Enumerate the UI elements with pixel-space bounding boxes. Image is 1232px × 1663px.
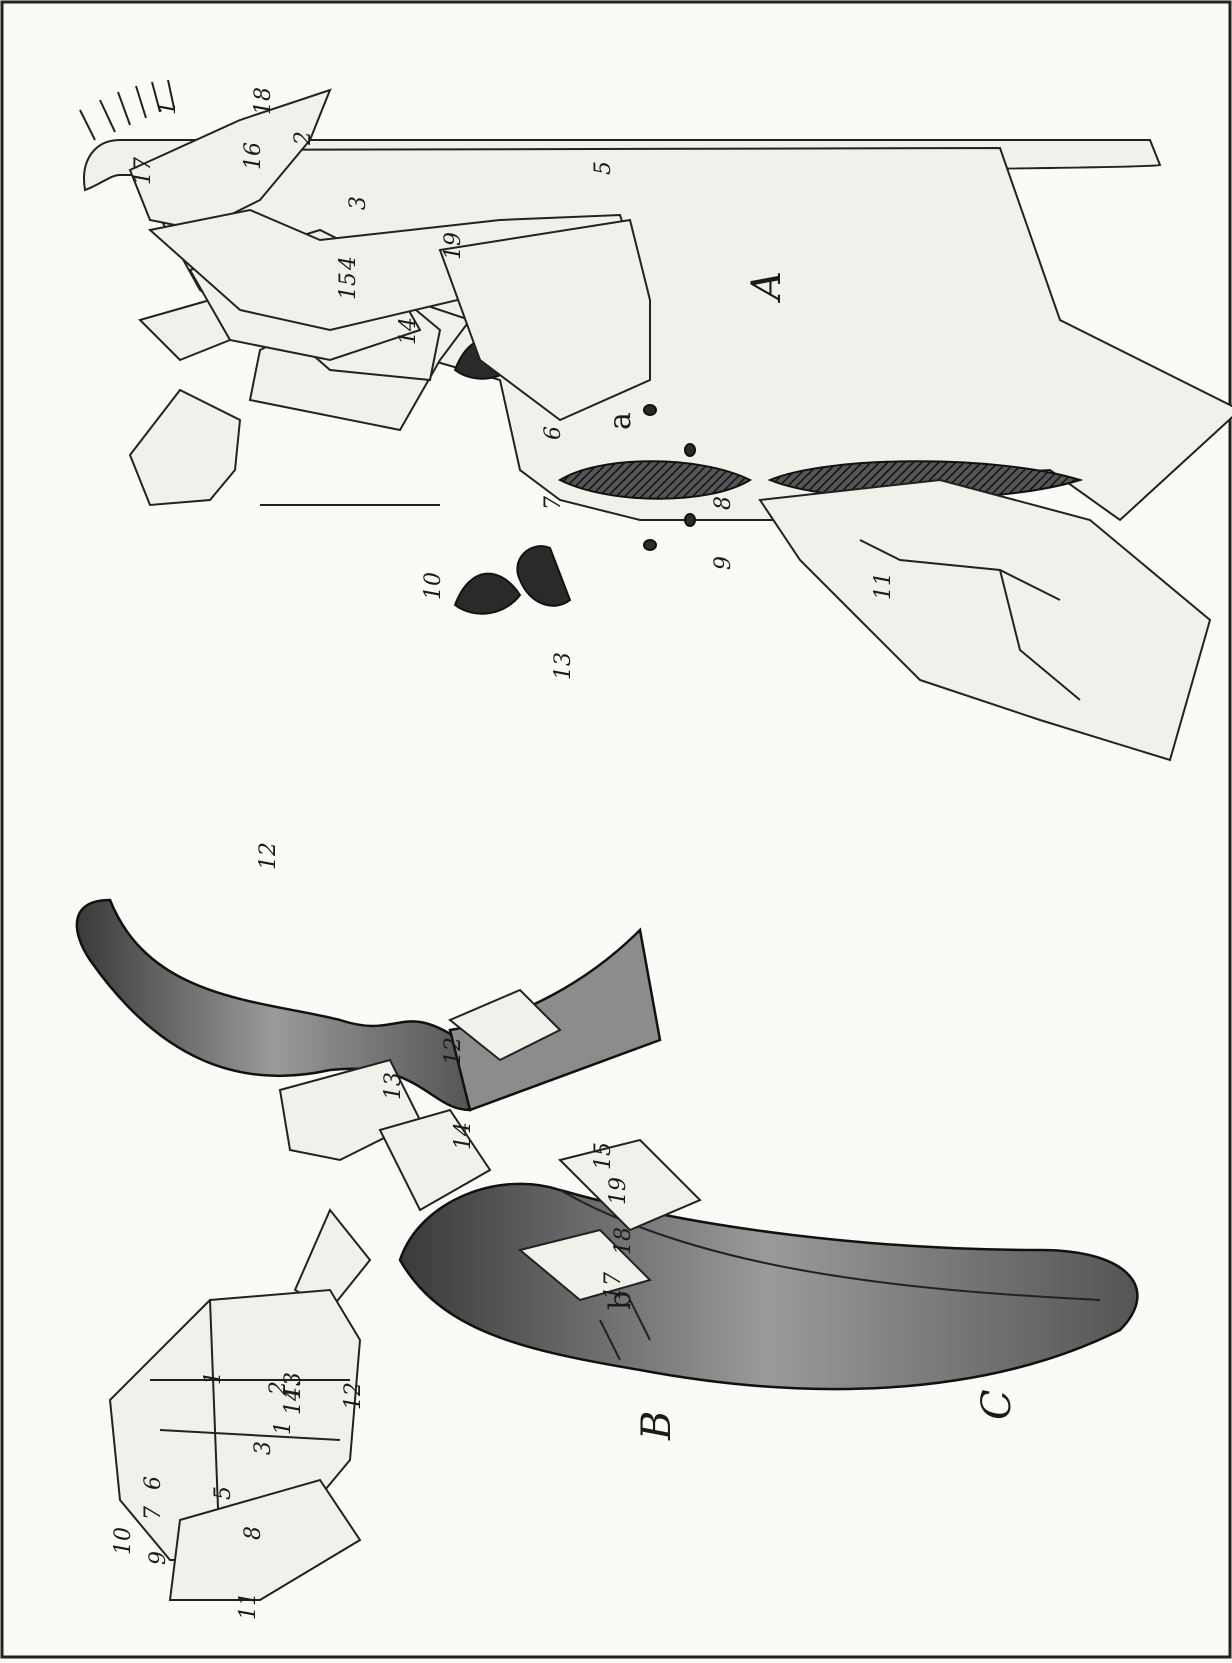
label-c-19: 19 [606,1177,631,1205]
label-c-13a: 13 [381,1072,406,1100]
label-c-1a: 1 [271,1421,296,1435]
figure-label-a: a [603,412,638,430]
label-a-14: 14 [396,317,421,345]
label-a-16: 16 [241,142,266,170]
label-a-17: 17 [131,157,156,185]
bone-13 [130,390,240,505]
figure-a-skull [80,80,1232,760]
label-c-17: 17 [601,1272,626,1300]
label-a-4: 4 [336,256,361,271]
label-c-11: 11 [236,1592,261,1620]
shell-a [77,900,470,1110]
label-c-14a: 14 [451,1122,476,1150]
label-a-13: 13 [551,652,576,680]
foramen-2 [685,444,695,456]
bone-19 [440,220,650,420]
label-a-15: 15 [336,272,361,300]
label-a-9: 9 [711,556,736,570]
condyle-knob [517,546,570,606]
figure-label-A: A [744,271,790,304]
label-c-9: 9 [146,1551,171,1565]
posterior-left-bones [760,480,1210,760]
label-c-7: 7 [141,1506,166,1520]
label-a-1: 1 [156,101,181,115]
label-a-11: 11 [871,572,896,600]
label-c-14b: 14. [281,1380,306,1415]
label-c-12b: 12 [341,1382,366,1410]
label-a-8: 8 [711,496,736,510]
label-a-12: 12 [256,842,281,870]
label-a-2: 2 [291,131,316,146]
label-c-15: 15 [591,1142,616,1170]
label-c-5: 5 [211,1486,236,1500]
label-a-5: 5 [591,161,616,175]
label-a-7: 7 [541,496,566,510]
foramen-4 [685,514,695,526]
label-a-3: 3 [346,196,371,210]
foramen-1 [644,405,656,415]
figure-label-B: B [634,1411,680,1441]
label-c-18: 18 [611,1227,636,1255]
label-a-19: 19 [441,232,466,260]
label-c-12a: 12 [441,1037,466,1065]
label-c-3: 3 [251,1441,276,1455]
label-c-6: 6 [141,1476,166,1490]
foramen-3 [644,540,656,550]
shell-b [400,1184,1137,1389]
label-c-8: 8 [241,1526,266,1540]
label-a-10: 10 [421,572,446,600]
label-c-10: 10 [111,1527,136,1555]
label-a-18: 18 [251,87,276,115]
nasal-opening-right [455,574,520,614]
label-c-1b: 1 [201,1371,226,1385]
label-a-6: 6 [541,426,566,440]
figure-label-C: C [974,1389,1020,1420]
